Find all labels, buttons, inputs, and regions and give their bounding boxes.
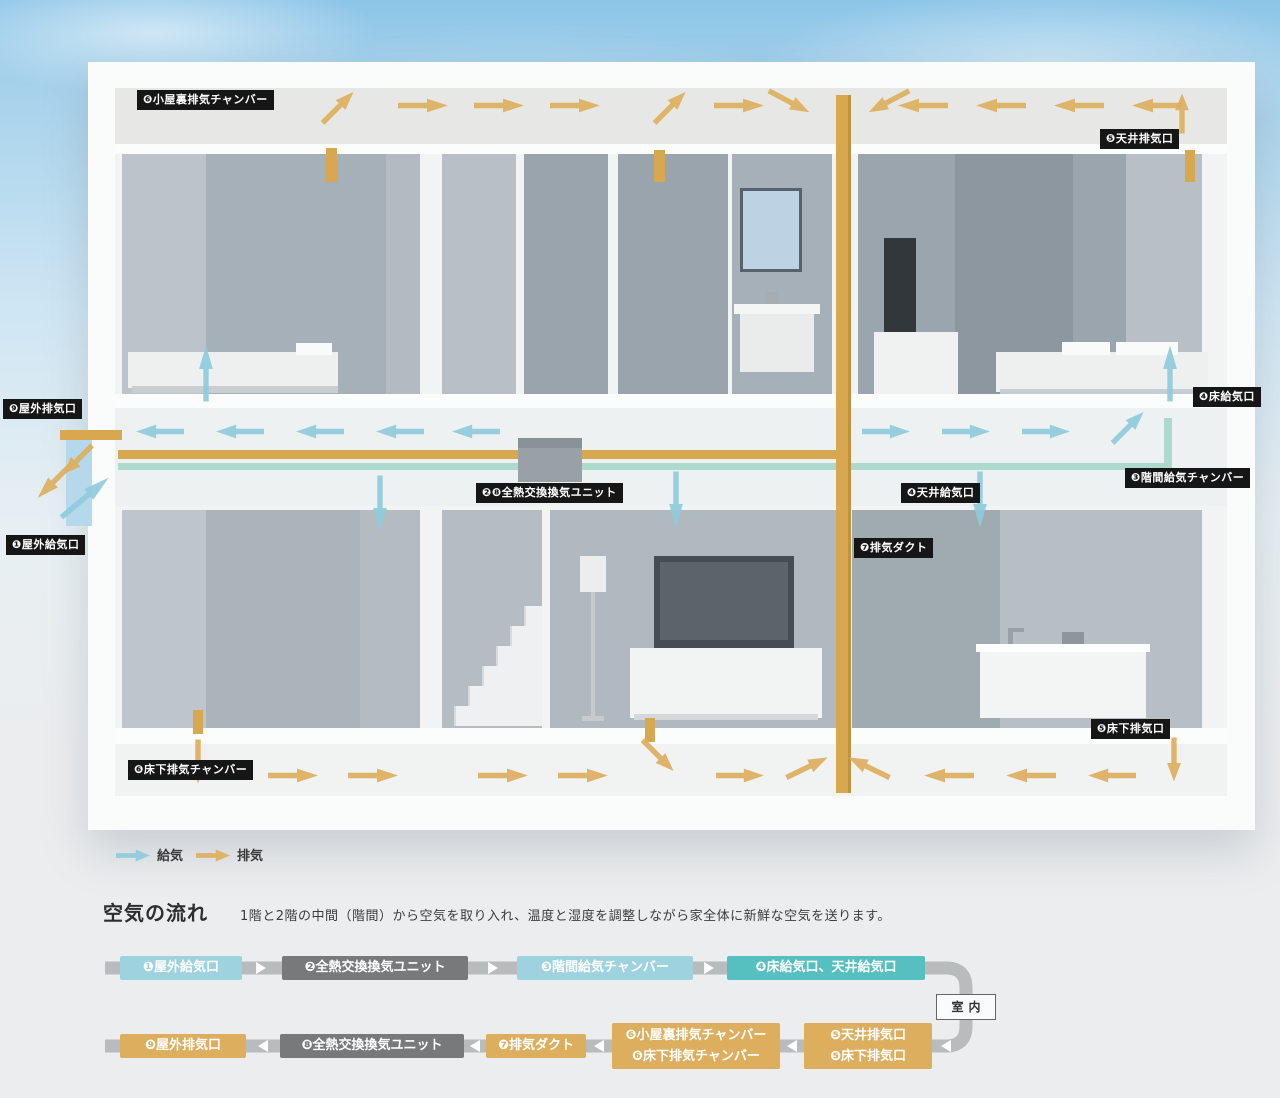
flow-box-supply-ports: ❹床給気口、天井給気口 <box>727 956 925 980</box>
flow-box-line: ❺床下排気口 <box>829 1049 906 1064</box>
floor-lamp-pole <box>591 592 595 718</box>
tv-screen <box>660 562 788 640</box>
kitchen-faucet-spout <box>1008 628 1024 632</box>
callout-outdoor-exhaust-port: ❾屋外排気口 <box>3 399 83 419</box>
attic-chamber-band <box>115 88 1227 144</box>
kitchen-faucet <box>1008 630 1013 644</box>
faucet <box>766 292 778 304</box>
sink-counter <box>734 304 820 314</box>
interfloor-slab <box>115 394 1227 408</box>
flow-arrow-right-icon <box>488 962 498 974</box>
exhaust-legend-label: 排気 <box>237 849 264 864</box>
flow-arrow-left-icon <box>258 1040 268 1052</box>
ceiling-exhaust-stub <box>326 148 337 182</box>
mirror <box>740 188 802 272</box>
wall-panel <box>386 154 420 394</box>
sink-cabinet <box>740 314 814 372</box>
callout-underfloor-exhaust-chamber: ❻床下排気チャンバー <box>128 760 254 780</box>
exhaust-duct-horizontal <box>118 450 840 459</box>
flow-box-exhaust-chambers: ❻小屋裏排気チャンバー ❻床下排気チャンバー <box>612 1023 780 1069</box>
exhaust-duct-outdoor <box>60 430 122 440</box>
wall-panel <box>524 154 608 394</box>
first-floor-slab <box>115 728 1227 744</box>
bed-base <box>132 386 338 393</box>
callout-ceiling-supply-port: ❹天井給気口 <box>901 483 981 503</box>
wall-panel <box>360 510 420 728</box>
heat-exchange-unit-top <box>518 438 582 448</box>
supply-chamber-line <box>118 463 1170 470</box>
flow-box-exhaust-duct: ❼排気ダクト <box>486 1034 586 1058</box>
exhaust-legend-arrow-icon <box>196 849 230 862</box>
tv-cabinet-kick <box>634 714 818 720</box>
floor-exhaust-stub <box>193 710 203 734</box>
flow-box-line: ❺天井排気口 <box>829 1028 906 1043</box>
flow-box-hx-unit-supply: ❷全熱交換換気ユニット <box>282 956 468 980</box>
wall-panel <box>618 154 728 394</box>
counter-appliance <box>1062 632 1084 644</box>
flow-box-outdoor-supply: ❶屋外給気口 <box>120 956 242 980</box>
foundation-slab <box>88 796 1255 830</box>
bed <box>128 352 338 388</box>
wall-panel <box>122 510 206 728</box>
flow-box-line: ❻床下排気チャンバー <box>632 1049 760 1064</box>
callout-interfloor-supply-chamber: ❸階間給気チャンバー <box>1125 468 1251 488</box>
callout-floor-supply-port: ❹床給気口 <box>1193 387 1261 407</box>
tv-stand <box>874 332 958 394</box>
central-exhaust-duct <box>836 95 851 793</box>
section-description: 1階と2階の中間（階間）から空気を取り入れ、温度と湿度を調整しながら家全体に新鮮… <box>240 909 891 924</box>
kitchen-island <box>980 648 1146 718</box>
flow-arrow-left-icon <box>787 1040 797 1052</box>
bed-base <box>1000 389 1208 396</box>
callout-heat-exchange-unit: ❷❽全熱交換換気ユニット <box>476 483 623 503</box>
stair-step <box>454 706 470 726</box>
indoor-room-label: 室内 <box>936 994 996 1020</box>
callout-attic-exhaust-chamber: ❻小屋裏排気チャンバー <box>137 90 274 110</box>
flow-arrow-left-icon <box>470 1040 480 1052</box>
callout-outdoor-supply-port: ❶屋外給気口 <box>6 535 86 555</box>
flow-box-hx-unit-exhaust: ❽全熱交換換気ユニット <box>280 1034 464 1058</box>
flow-arrow-right-icon <box>704 962 714 974</box>
tv <box>884 238 916 332</box>
supply-legend-label: 給気 <box>157 849 184 864</box>
roof-band <box>88 62 1255 88</box>
wall-panel <box>442 154 516 394</box>
flow-arrow-left-icon <box>594 1040 604 1052</box>
section-title: 空気の流れ <box>103 901 208 925</box>
flow-box-line: ❻小屋裏排気チャンバー <box>625 1028 767 1043</box>
callout-ceiling-exhaust-port: ❺天井排気口 <box>1100 129 1180 149</box>
pillow <box>1116 342 1178 355</box>
flow-arrow-left-icon <box>941 1040 951 1052</box>
floor-lamp-base <box>582 716 604 721</box>
outer-wall-right <box>1227 62 1255 830</box>
supply-legend-arrow-icon <box>116 849 150 862</box>
flow-box-interfloor-chamber: ❸階間給気チャンバー <box>517 956 693 980</box>
kitchen-counter-top <box>976 644 1150 652</box>
ceiling-exhaust-stub <box>1185 150 1195 182</box>
pillow <box>296 343 332 355</box>
tv-cabinet <box>630 648 822 718</box>
ceiling-exhaust-stub <box>654 150 665 182</box>
supply-riser <box>1164 418 1172 468</box>
flow-box-outdoor-exhaust: ❾屋外排気口 <box>120 1034 246 1058</box>
flow-arrow-right-icon <box>256 962 266 974</box>
flow-box-exhaust-ports: ❺天井排気口 ❺床下排気口 <box>804 1023 932 1069</box>
floor-exhaust-stub <box>645 718 655 742</box>
callout-exhaust-duct: ❼排気ダクト <box>854 538 934 558</box>
callout-underfloor-exhaust-port: ❺床下排気口 <box>1091 719 1171 739</box>
second-floor-ceiling-slab <box>115 144 1227 154</box>
pillow <box>1062 342 1110 355</box>
floor-lamp-shade <box>580 556 606 592</box>
